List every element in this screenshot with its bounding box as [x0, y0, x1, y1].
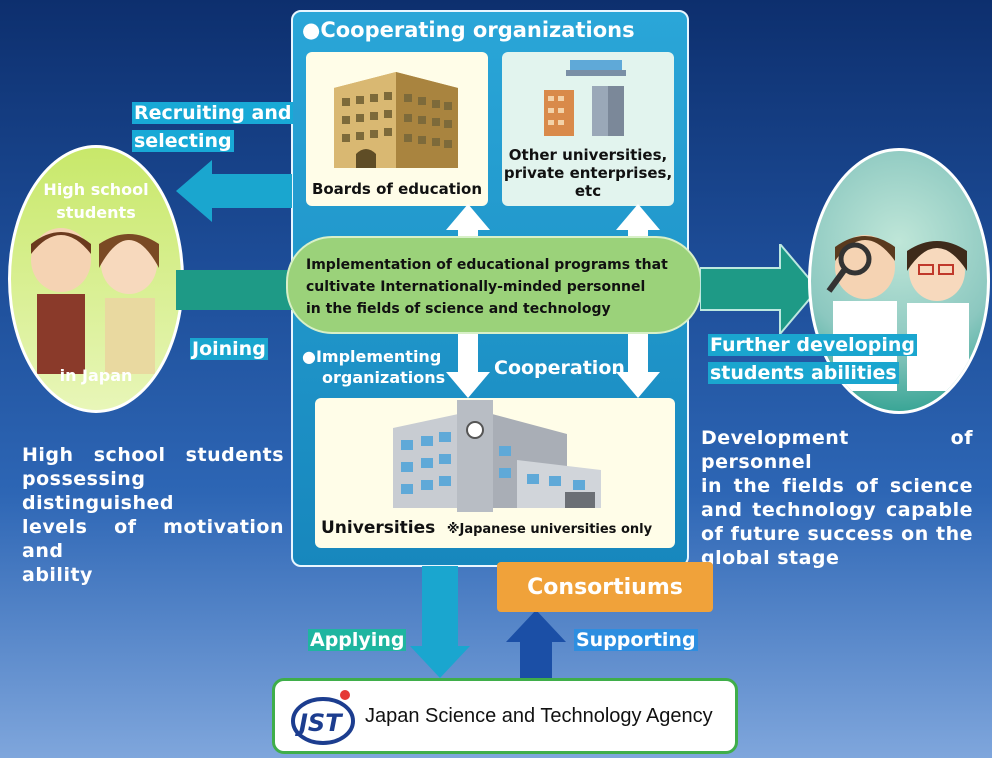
cooperating-title: ●Cooperating organizations [302, 18, 635, 42]
further-label-1: Further developing [708, 334, 917, 356]
applying-label: Applying [308, 629, 407, 651]
developing-arrow [700, 244, 818, 334]
program-text: Implementation of educational programs t… [306, 257, 668, 317]
boards-box: Boards of education [306, 52, 488, 206]
boards-label: Boards of education [311, 180, 483, 198]
recruiting-arrow [176, 160, 292, 222]
bullet-icon: ● [302, 347, 316, 366]
left-circle-bottom-label: in Japan [59, 366, 133, 385]
other-orgs-label: Other universities, private enterprises,… [503, 146, 673, 200]
left-caption: High school students possessing distingu… [22, 444, 284, 586]
jst-box: JST Japan Science and Technology Agency [272, 678, 738, 754]
other-orgs-box: Other universities, private enterprises,… [502, 52, 674, 206]
university-building-icon [393, 400, 601, 512]
universities-box: Universities ※Japanese universities only [315, 398, 675, 548]
jst-name: Japan Science and Technology Agency [365, 705, 713, 727]
high-school-students-circle: High school students in Japan [8, 145, 184, 413]
svg-text:JST: JST [295, 709, 343, 737]
buildings-icon [544, 60, 626, 136]
left-circle-top-label: High school students [43, 180, 149, 222]
bullet-icon: ● [302, 18, 321, 42]
consortiums-box: Consortiums [497, 562, 713, 612]
cooperation-label: Cooperation [494, 357, 625, 379]
recruiting-label-1: Recruiting and [132, 102, 294, 124]
supporting-label: Supporting [574, 629, 698, 651]
school-building-icon [334, 72, 458, 168]
supporting-arrow [506, 610, 566, 678]
program-bar [286, 236, 702, 334]
right-caption: Development of personnel in the fields o… [701, 427, 973, 569]
jst-logo-icon: JST [291, 690, 355, 745]
joining-arrow [176, 270, 306, 310]
implementing-title: ●Implementing organizations [302, 347, 446, 387]
recruiting-label-2: selecting [132, 130, 234, 152]
further-label-2: students abilities [708, 362, 899, 384]
applying-arrow [410, 566, 470, 678]
joining-label: Joining [190, 338, 268, 360]
universities-label: Universities ※Japanese universities only [321, 518, 653, 538]
students-illustration [31, 228, 159, 374]
